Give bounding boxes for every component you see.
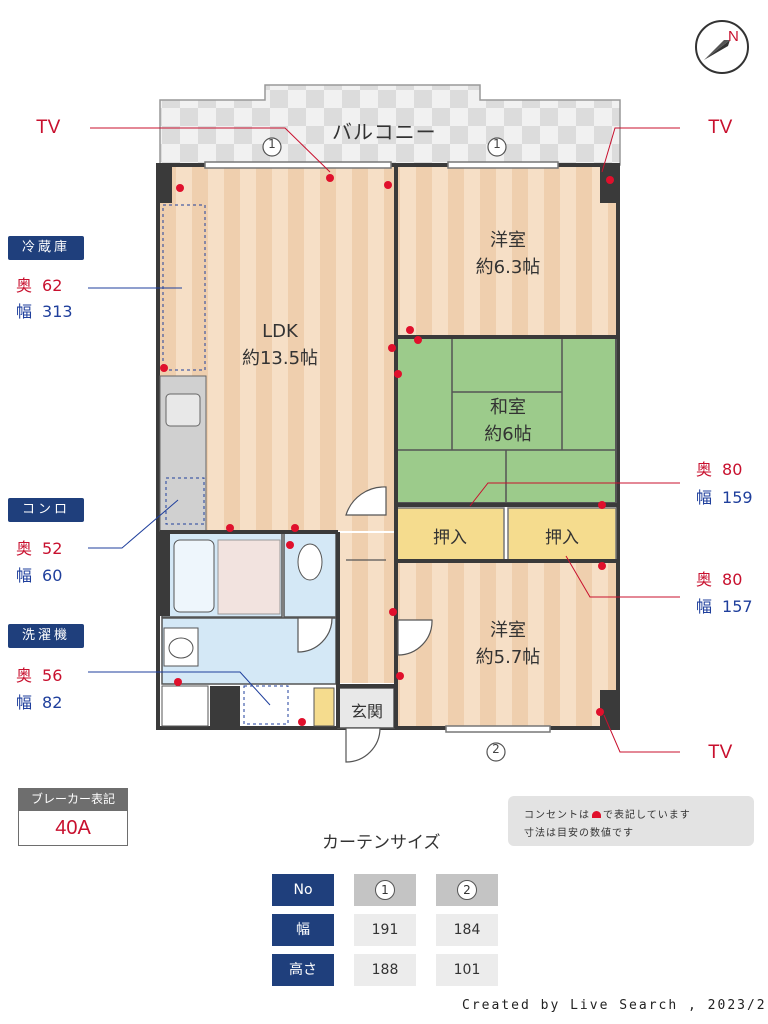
bathtub bbox=[173, 539, 215, 613]
curtain-title: カーテンサイズ bbox=[322, 833, 441, 853]
bath-floor bbox=[217, 539, 281, 615]
breaker-title: ブレーカー表記 bbox=[18, 788, 128, 810]
curtain-head-height: 高さ bbox=[272, 954, 334, 986]
room-size: 約6.3帖 bbox=[475, 257, 541, 278]
room-size: 約13.5帖 bbox=[241, 348, 319, 369]
breaker-value: 40A bbox=[18, 810, 128, 846]
tv-label-2: TV bbox=[708, 117, 733, 138]
closet-left bbox=[395, 507, 505, 561]
curtain-width-2: 184 bbox=[436, 914, 498, 946]
note-box: コンセントはで表記しています 寸法は目安の数値です bbox=[508, 796, 754, 846]
curtain-head-width: 幅 bbox=[272, 914, 334, 946]
floor-plan bbox=[88, 20, 749, 763]
toilet bbox=[297, 543, 323, 581]
shoe-box bbox=[313, 687, 335, 727]
curtain-head-no: No bbox=[272, 874, 334, 906]
closet-label-left: 押入 bbox=[433, 528, 467, 548]
credit-text: Created by Live Search , 2023/2 bbox=[462, 998, 767, 1013]
compass-north-label: N bbox=[728, 28, 739, 45]
room-western-1: 洋室 約6.3帖 bbox=[448, 227, 568, 281]
window-marker-2: 2 bbox=[492, 742, 500, 756]
curtain-height-2: 101 bbox=[436, 954, 498, 986]
western-room-lower-floor bbox=[396, 562, 616, 726]
western-room-upper-floor bbox=[396, 167, 616, 337]
fridge-category: 冷蔵庫 bbox=[8, 236, 84, 260]
washer-category: 洗濯機 bbox=[8, 624, 84, 648]
room-western-2: 洋室 約5.7帖 bbox=[448, 617, 568, 671]
tv-label-3: TV bbox=[708, 742, 733, 763]
outlet-markers bbox=[160, 174, 614, 726]
washer-space bbox=[243, 685, 289, 725]
storage-box bbox=[161, 685, 209, 727]
room-size: 約6帖 bbox=[484, 424, 532, 445]
curtain-col-2: 2 bbox=[436, 874, 498, 906]
room-japanese: 和室 約6帖 bbox=[448, 394, 568, 448]
compass-icon bbox=[695, 20, 749, 74]
room-ldk: LDK 約13.5帖 bbox=[220, 318, 340, 372]
window-marker-1b: 1 bbox=[493, 137, 501, 151]
window-marker-1: 1 bbox=[268, 137, 276, 151]
hallway-floor bbox=[338, 533, 394, 683]
curtain-height-1: 188 bbox=[354, 954, 416, 986]
stove-space bbox=[165, 477, 205, 525]
outlet-icon bbox=[592, 811, 601, 818]
leader-lines-red bbox=[90, 127, 680, 753]
stove-category: コンロ bbox=[8, 498, 84, 522]
closet-label-right: 押入 bbox=[545, 528, 579, 548]
interior-walls bbox=[160, 167, 618, 728]
curtain-col-1: 1 bbox=[354, 874, 416, 906]
curtain-width-1: 191 bbox=[354, 914, 416, 946]
balcony-label: バルコニー bbox=[332, 120, 437, 144]
sink bbox=[165, 393, 201, 427]
note-line-2: 寸法は目安の数値です bbox=[524, 828, 634, 839]
tv-label-1: TV bbox=[36, 117, 61, 138]
room-size: 約5.7帖 bbox=[475, 647, 541, 668]
room-name: 和室 bbox=[490, 397, 526, 418]
closet-right bbox=[507, 507, 617, 561]
room-name: LDK bbox=[262, 321, 298, 342]
note-line-1: コンセントはで表記しています bbox=[524, 810, 691, 821]
room-name: 洋室 bbox=[490, 620, 526, 641]
room-name: 洋室 bbox=[490, 230, 526, 251]
entrance-label: 玄関 bbox=[350, 702, 383, 721]
leader-lines-blue bbox=[88, 287, 271, 706]
